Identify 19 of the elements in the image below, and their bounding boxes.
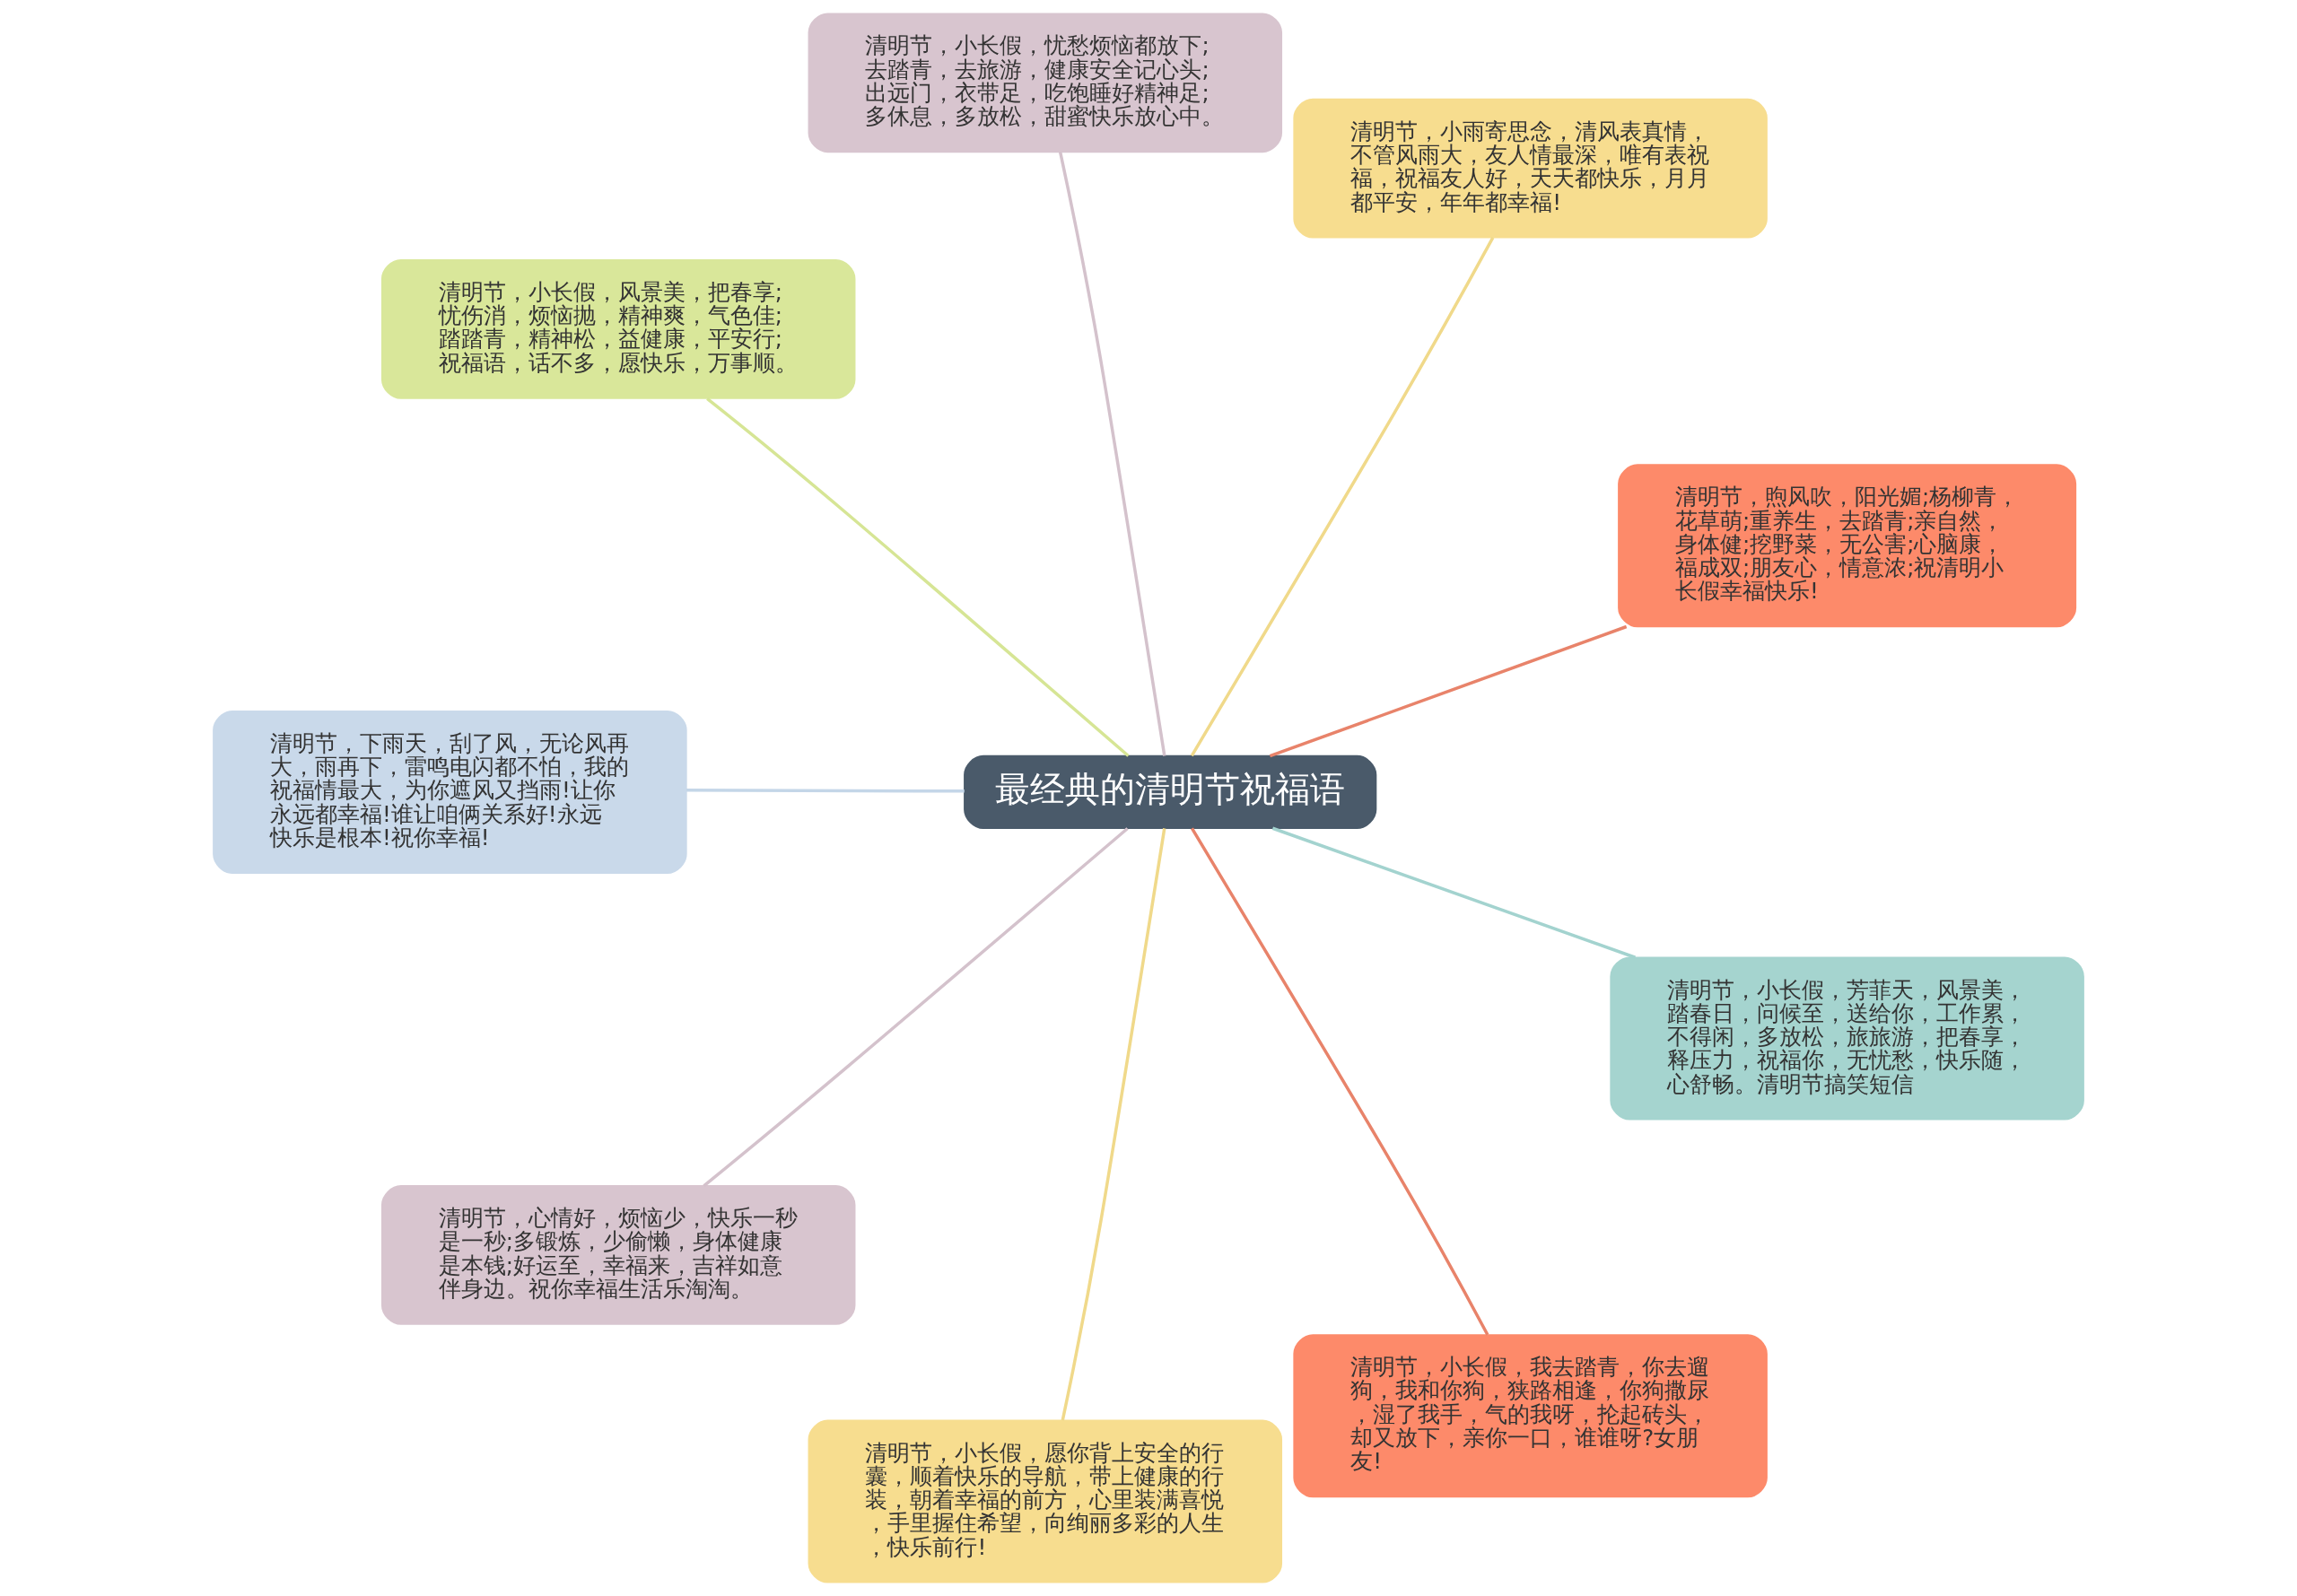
connector (1271, 826, 1637, 959)
node-box: 清明节，小雨寄思念，清风表真情，不管风雨大，友人情最深，唯有表祝福，祝福友人好，天天都快乐，月月都平安，年年都幸福! (1293, 98, 1768, 239)
node-box: 清明节，下雨天，刮了风，无论风再大，雨再下，雷鸣电闪都不怕，我的祝福情最大，为你遮风又挡雨!让你永远都幸福!谁让咱俩关系好!永远快乐是根本!祝你幸福! (213, 710, 687, 874)
connector (1190, 237, 1495, 757)
node-box: 清明节，小长假，忧愁烦恼都放下;去踏青，去旅游，健康安全记心头;出远门，衣带足，吃饱睡好精神足;多休息，多放松，甜蜜快乐放心中。 (808, 13, 1283, 153)
node-box: 清明节，小长假，风景美，把春享;忧伤消，烦恼抛，精神爽，气色佳;踏踏青，精神松，益健康，平安行;祝福语，话不多，愿快乐，万事顺。 (380, 259, 856, 399)
node-box: 清明节，小长假，芳菲天，风景美，踏春日，问候至，送给你，工作累，不得闲，多放松，旅旅游，把春享，释压力，祝福你，无忧愁，快乐随，心舒畅。清明节搞笑短信 (1610, 956, 2084, 1121)
connector (703, 827, 1129, 1188)
connector (1061, 828, 1166, 1421)
node-box: 清明节，煦风吹，阳光媚;杨柳青，花草萌;重养生，去踏青;亲自然，身体健;挖野菜，无公害;心脑康，福成双;朋友心，情意浓;祝清明小长假幸福快乐! (1618, 464, 2077, 628)
node-box: 清明节，心情好，烦恼少，快乐一秒是一秒;多锻炼，少偷懒，身体健康是本钱;好运至，幸福来，吉祥如意伴身边。祝你幸福生活乐淘淘。 (380, 1185, 856, 1325)
connector (1190, 827, 1489, 1336)
connector (1269, 624, 1628, 758)
connector (706, 397, 1130, 757)
connector (1058, 152, 1166, 756)
connector (686, 789, 965, 793)
node-box: 清明节，小长假，愿你背上安全的行囊，顺着快乐的导航，带上健康的行装，朝着幸福的前方，心里装满喜悦，手里握住希望，向绚丽多彩的人生，快乐前行! (808, 1419, 1283, 1583)
node-box: 清明节，小长假，我去踏青，你去遛狗，我和你狗，狭路相逢，你狗撒尿，湿了我手，气的我呀，抡起砖头，却又放下，亲你一口，谁谁呀?女朋友! (1293, 1334, 1768, 1498)
node-box: 最经典的清明节祝福语 (964, 754, 1377, 830)
